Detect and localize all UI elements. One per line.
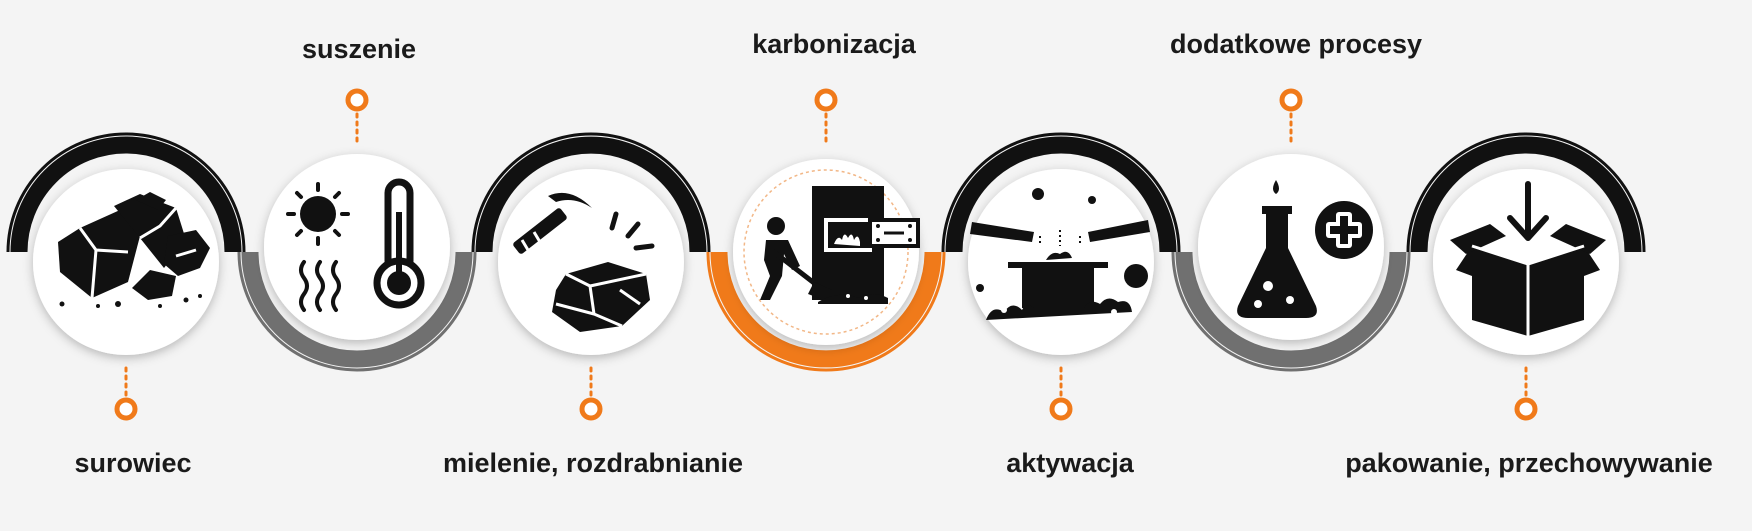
step-4-label: karbonizacja [752, 29, 916, 59]
arc-bottom-grey [1171, 251, 1411, 372]
connector-pin [345, 88, 369, 144]
package-box-icon [1450, 181, 1606, 336]
step-6-dodatkowe-procesy [1171, 88, 1411, 372]
step-4-karbonizacja [706, 88, 946, 372]
connector-pin [1514, 366, 1538, 421]
arc-top-dark [471, 132, 711, 253]
step-5-label: aktywacja [1006, 448, 1134, 478]
activation-tank-icon [970, 188, 1150, 320]
step-1-surowiec [6, 132, 246, 421]
arc-bottom-grey [237, 251, 477, 372]
step-6-label: dodatkowe procesy [1169, 29, 1423, 59]
worker-furnace-icon [760, 186, 920, 304]
flask-plus-icon [1237, 180, 1373, 318]
step-circle [264, 154, 450, 340]
step-3-mielenie [471, 132, 711, 421]
pickaxe-rocks-icon [513, 192, 655, 332]
sun-heat-thermometer-icon [286, 178, 425, 312]
connector-pin [814, 88, 838, 144]
arc-top-dark [941, 132, 1181, 253]
connector-pin [1049, 366, 1073, 421]
step-5-aktywacja [941, 132, 1181, 421]
step-2-label: suszenie [301, 34, 417, 64]
arc-top-dark [6, 132, 246, 253]
coal-rocks-icon [58, 192, 210, 308]
step-7-label: pakowanie, przechowywanie [1345, 448, 1713, 478]
arc-top-dark [1406, 132, 1646, 253]
step-2-suszenie [237, 88, 477, 372]
step-7-pakowanie [1406, 132, 1646, 421]
step-3-label: mielenie, rozdrabnianie [442, 448, 744, 478]
connector-pin [579, 366, 603, 421]
connector-pin [114, 366, 138, 421]
arc-bottom-orange [706, 251, 946, 372]
step-1-label: surowiec [74, 448, 192, 478]
connector-pin [1279, 88, 1303, 144]
